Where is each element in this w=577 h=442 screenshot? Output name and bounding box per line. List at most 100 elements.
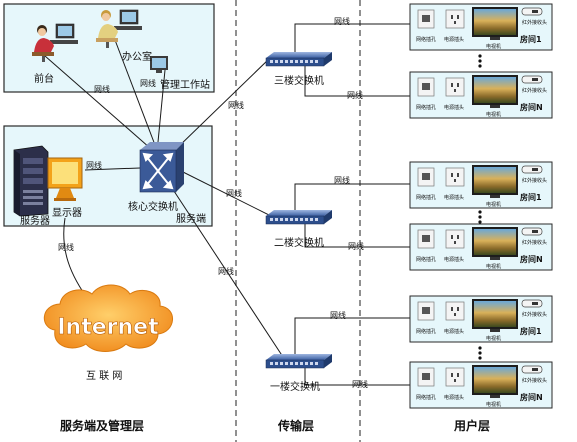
ir-receiver-label: 红外接收头 bbox=[522, 87, 547, 94]
room-panels: 网络插孔电源插头电视机红外接收头房间1网络插孔电源插头电视机红外接收头房间N网络… bbox=[409, 3, 553, 409]
net-socket-label: 网络插孔 bbox=[416, 256, 436, 263]
tv-label: 电视机 bbox=[486, 335, 501, 342]
power-socket-label: 电源插头 bbox=[444, 36, 464, 43]
layer-title-transport: 传输层 bbox=[277, 418, 314, 433]
power-socket-icon bbox=[445, 167, 465, 187]
tv-icon bbox=[472, 299, 518, 332]
room-label: 房间1 bbox=[520, 192, 542, 202]
cable-label: 网线 bbox=[348, 241, 364, 251]
ir-receiver-icon bbox=[521, 165, 543, 174]
power-socket-icon bbox=[445, 301, 465, 321]
net-socket-label: 网络插孔 bbox=[416, 36, 436, 43]
network-socket-icon bbox=[417, 167, 435, 187]
room-label: 房间N bbox=[520, 102, 543, 112]
ir-receiver-label: 红外接收头 bbox=[522, 19, 547, 26]
core-switch-label: 核心交换机 bbox=[128, 200, 178, 213]
cable-label: 网线 bbox=[334, 16, 350, 26]
cable-label: 网线 bbox=[218, 266, 234, 276]
ir-receiver-label: 红外接收头 bbox=[522, 239, 547, 246]
office-label: 办公室 bbox=[122, 50, 152, 63]
network-socket-icon bbox=[417, 229, 435, 249]
monitor-label: 显示器 bbox=[52, 207, 82, 219]
tv-icon bbox=[472, 165, 518, 198]
cable-label: 网线 bbox=[347, 90, 363, 100]
tv-icon bbox=[472, 7, 518, 40]
floor2-switch-icon bbox=[265, 210, 332, 225]
network-socket-icon bbox=[417, 367, 435, 387]
server-label: 服务器 bbox=[20, 214, 50, 227]
cable-label: 网线 bbox=[58, 242, 74, 252]
server-side-label: 服务端 bbox=[176, 212, 206, 225]
ir-receiver-icon bbox=[521, 227, 543, 236]
internet-label: Internet bbox=[57, 315, 159, 340]
internet-cloud-icon bbox=[43, 284, 173, 352]
core-switch-icon bbox=[139, 142, 184, 193]
server-icon bbox=[13, 145, 49, 217]
layer-title-user: 用户层 bbox=[453, 418, 490, 433]
power-socket-icon bbox=[445, 367, 465, 387]
cable-label: 网线 bbox=[226, 188, 242, 198]
cable-label: 网线 bbox=[140, 78, 156, 88]
mgmt-workstation-label: 管理工作站 bbox=[160, 78, 210, 91]
tv-icon bbox=[472, 365, 518, 398]
tv-icon bbox=[472, 75, 518, 108]
room-ellipsis bbox=[478, 54, 482, 360]
cable-label: 网线 bbox=[352, 379, 368, 389]
cable-labels: 网线 网线 网线 网线 网线 网线 网线 网线 网线 网线 网线 网线 网线 bbox=[58, 16, 368, 389]
power-socket-label: 电源插头 bbox=[444, 104, 464, 111]
tv-label: 电视机 bbox=[486, 43, 501, 50]
power-socket-icon bbox=[445, 77, 465, 97]
room-panel: 网络插孔电源插头电视机红外接收头房间1 bbox=[409, 161, 553, 209]
ir-receiver-icon bbox=[521, 75, 543, 84]
ir-receiver-label: 红外接收头 bbox=[522, 311, 547, 318]
net-socket-label: 网络插孔 bbox=[416, 328, 436, 335]
ir-receiver-icon bbox=[521, 7, 543, 16]
tv-label: 电视机 bbox=[486, 111, 501, 118]
ir-receiver-label: 红外接收头 bbox=[522, 177, 547, 184]
tv-icon bbox=[472, 227, 518, 260]
room-label: 房间1 bbox=[520, 34, 542, 44]
reception-label: 前台 bbox=[34, 72, 54, 85]
tv-label: 电视机 bbox=[486, 201, 501, 208]
reception-workstation-icon bbox=[32, 23, 78, 62]
ir-receiver-label: 红外接收头 bbox=[522, 377, 547, 384]
cable-label: 网线 bbox=[228, 100, 244, 110]
floor3-switch-icon bbox=[265, 52, 332, 67]
power-socket-icon bbox=[445, 9, 465, 29]
power-socket-label: 电源插头 bbox=[444, 256, 464, 263]
internet-cn-label: 互 联 网 bbox=[86, 370, 122, 382]
floor3-switch-label: 三楼交换机 bbox=[274, 74, 324, 87]
network-socket-icon bbox=[417, 77, 435, 97]
net-socket-label: 网络插孔 bbox=[416, 104, 436, 111]
cables bbox=[44, 23, 418, 386]
cable-label: 网线 bbox=[86, 160, 102, 170]
layer-title-server-mgmt: 服务端及管理层 bbox=[60, 418, 144, 433]
cable-label: 网线 bbox=[94, 84, 110, 94]
power-socket-label: 电源插头 bbox=[444, 328, 464, 335]
tv-label: 电视机 bbox=[486, 401, 501, 408]
floor1-switch-icon bbox=[265, 354, 332, 369]
cable-label: 网线 bbox=[330, 310, 346, 320]
network-socket-icon bbox=[417, 301, 435, 321]
ir-receiver-icon bbox=[521, 365, 543, 374]
power-socket-label: 电源插头 bbox=[444, 394, 464, 401]
room-label: 房间N bbox=[520, 392, 543, 402]
net-socket-label: 网络插孔 bbox=[416, 194, 436, 201]
net-socket-label: 网络插孔 bbox=[416, 394, 436, 401]
floor2-switch-label: 二楼交换机 bbox=[274, 236, 324, 249]
ir-receiver-icon bbox=[521, 299, 543, 308]
tv-label: 电视机 bbox=[486, 263, 501, 270]
management-workstation-icon bbox=[150, 56, 168, 73]
power-socket-icon bbox=[445, 229, 465, 249]
room-label: 房间1 bbox=[520, 326, 542, 336]
network-socket-icon bbox=[417, 9, 435, 29]
cable-label: 网线 bbox=[334, 175, 350, 185]
room-label: 房间N bbox=[520, 254, 543, 264]
